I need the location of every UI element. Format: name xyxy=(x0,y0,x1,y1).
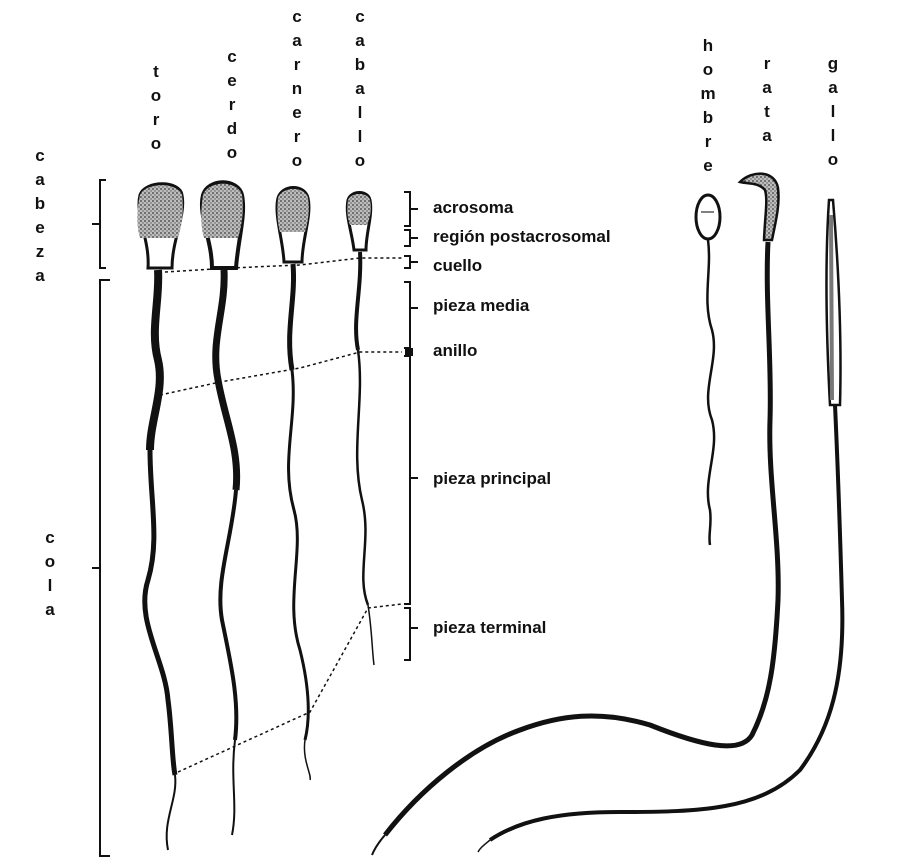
label-gallo: g a l l o xyxy=(823,52,843,172)
label-toro: t o r o xyxy=(146,60,166,156)
label-pieza-media: pieza media xyxy=(433,296,529,316)
label-anillo: anillo xyxy=(433,341,477,361)
label-acrosoma: acrosoma xyxy=(433,198,513,218)
label-caballo: c a b a l l o xyxy=(350,5,370,173)
part-brackets xyxy=(404,192,418,660)
label-cerdo: c e r d o xyxy=(222,45,242,165)
label-rata: r a t a xyxy=(757,52,777,148)
label-hombre: h o m b r e xyxy=(698,34,718,178)
label-carnero: c a r n e r o xyxy=(287,5,307,173)
label-region-postacrosomal: región postacrosomal xyxy=(433,227,611,247)
label-cola: c o l a xyxy=(40,526,60,622)
cabeza-bracket xyxy=(92,180,106,268)
label-pieza-terminal: pieza terminal xyxy=(433,618,546,638)
sperm-cerdo xyxy=(201,182,243,835)
sperm-hombre xyxy=(696,195,720,545)
label-cuello: cuello xyxy=(433,256,482,276)
cola-bracket xyxy=(92,280,110,856)
sperm-gallo xyxy=(478,200,842,852)
label-pieza-principal: pieza principal xyxy=(433,469,551,489)
sperm-carnero xyxy=(277,188,310,781)
sperm-caballo xyxy=(347,193,374,666)
sperm-toro xyxy=(137,184,182,850)
label-cabeza: c a b e z a xyxy=(30,144,50,288)
